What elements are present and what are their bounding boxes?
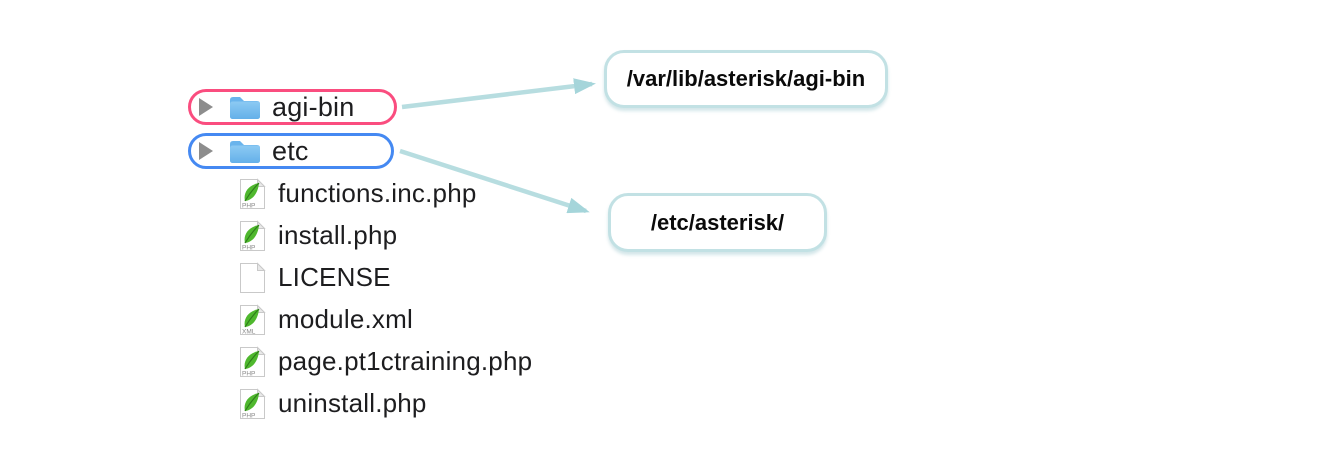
file-name: functions.inc.php — [278, 178, 477, 208]
callout-path-text: /var/lib/asterisk/agi-bin — [626, 66, 866, 91]
folder-icon — [230, 141, 260, 163]
tree-item-etc[interactable]: etc — [188, 133, 394, 169]
plain-document-icon — [240, 261, 266, 293]
tree-item-install-php[interactable]: PHP install.php — [239, 219, 397, 252]
file-name: page.pt1ctraining.php — [278, 346, 533, 376]
tree-item-page-pt1ctraining-php[interactable]: PHP page.pt1ctraining.php — [239, 345, 532, 378]
file-type-badge: XML — [242, 328, 256, 335]
file-type-badge: PHP — [242, 202, 255, 209]
tree-item-license[interactable]: LICENSE — [239, 261, 391, 294]
file-type-badge: PHP — [242, 370, 255, 377]
tree-item-agi-bin[interactable]: agi-bin — [188, 89, 397, 125]
php-file-icon: PHP — [240, 387, 266, 419]
file-name: module.xml — [278, 304, 413, 334]
disclosure-triangle-icon[interactable] — [199, 98, 213, 116]
tree-item-module-xml[interactable]: XML module.xml — [239, 303, 413, 336]
php-file-icon: PHP — [240, 219, 266, 251]
folder-name: agi-bin — [272, 91, 355, 122]
file-type-badge: PHP — [242, 244, 255, 251]
callout-agi-bin-path: /var/lib/asterisk/agi-bin — [604, 50, 888, 108]
tree-item-functions-inc-php[interactable]: PHP functions.inc.php — [239, 177, 477, 210]
php-file-icon: PHP — [240, 177, 266, 209]
tree-item-uninstall-php[interactable]: PHP uninstall.php — [239, 387, 427, 420]
file-name: LICENSE — [278, 262, 391, 292]
php-file-icon: PHP — [240, 345, 266, 377]
disclosure-triangle-icon[interactable] — [199, 142, 213, 160]
xml-file-icon: XML — [240, 303, 266, 335]
callout-path-text: /etc/asterisk/ — [650, 209, 785, 235]
file-type-badge: PHP — [242, 412, 255, 419]
arrow-agi-bin-to-callout — [401, 78, 596, 110]
callout-etc-path: /etc/asterisk/ — [608, 193, 827, 252]
file-name: install.php — [278, 220, 398, 250]
folder-icon — [230, 97, 260, 119]
file-name: uninstall.php — [278, 388, 427, 418]
folder-name: etc — [272, 135, 309, 166]
